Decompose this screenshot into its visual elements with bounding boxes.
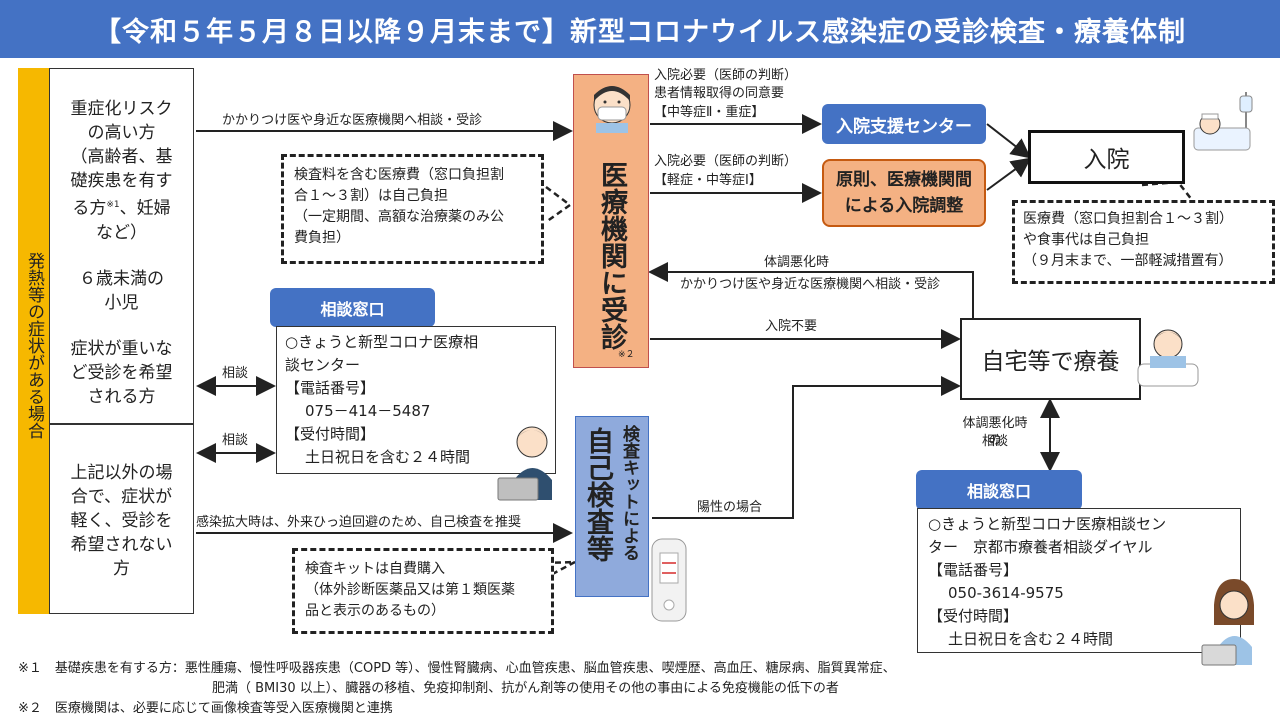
consult2-phone: 050-3614-9575 (948, 584, 1064, 602)
operator-woman-icon (1196, 575, 1266, 667)
consult2-hours: 土日祝日を含む２４時間 (948, 630, 1114, 648)
arrow-kit-to-home (652, 376, 961, 519)
hospital-cost-line-3: （９月末まで、一部軽減措置有） (1023, 253, 1233, 269)
label-nyuin-2a: 入院必要（医師の判断） (654, 154, 798, 169)
adjust-line-1: 原則、医療機関間 (836, 170, 972, 190)
hospital-cost-note-box: 医療費（窓口負担割合１～３割） や食事代は自己負担 （９月末まで、一部軽減措置有… (1012, 200, 1275, 284)
clinic-note: ※２ (618, 350, 635, 360)
test-kit-icon (648, 537, 690, 623)
arrow-support-to-hospital (986, 123, 1032, 159)
label-kakaritsuke-top: かかりつけ医や身近な医療機関へ相談・受診 (222, 113, 483, 128)
consult1-line-3: 【電話番号】 (285, 379, 376, 397)
footnote-2: ※２ 医療機関は、必要に応じて画像検査等受入医療機関と連携 (18, 701, 393, 716)
adjust-line-2: による入院調整 (844, 196, 964, 216)
consult1-line-5: 【受付時間】 (285, 425, 376, 443)
consult2-line-1: ○きょうと新型コロナ医療相談セン (928, 515, 1167, 533)
consult1-line-1: ○きょうと新型コロナ医療相 (285, 333, 479, 351)
label-soudan-2: 相談 (222, 433, 249, 448)
other-line-4: 希望されない (70, 535, 173, 555)
cost-note-box: 検査料を含む医療費（窓口負担割 合１～３割）は自己負担 （一定期間、高額な治療薬… (281, 154, 544, 264)
kit-note-line-1: 検査キットは自費購入 (305, 561, 445, 577)
callout-tail-1 (545, 186, 573, 224)
label-yousei: 陽性の場合 (697, 500, 763, 515)
label-taichou-akka: 体調悪化時 (764, 255, 830, 270)
doctor-mask-icon (586, 81, 638, 133)
side-label-bar (18, 68, 49, 614)
label-nyuin-2b: 【軽症・中等症Ⅰ】 (654, 173, 762, 188)
consult-window-2-box: ○きょうと新型コロナ医療相談セン ター 京都市療養者相談ダイヤル 【電話番号】 … (917, 508, 1241, 653)
consult2-line-3: 【電話番号】 (928, 561, 1019, 579)
consult2-line-2: ター 京都市療養者相談ダイヤル (928, 538, 1153, 556)
other-group-box: 上記以外の場 合で、症状が 軽く、受診を 希望されない 方 (49, 424, 194, 614)
label-taichou-soudan-a: 体調悪化時の (962, 416, 1028, 448)
high-risk-line-3: （高齢者、基 (70, 147, 173, 167)
consult-window-2-label: 相談窓口 (916, 470, 1082, 510)
other-line-5: 方 (113, 559, 130, 579)
kit-purchase-note-box: 検査キットは自費購入 （体外診断医薬品又は第１類医薬 品と表示のあるもの） (292, 548, 554, 634)
high-risk-line-2: の高い方 (87, 123, 156, 143)
inter-hospital-adjust-box: 原則、医療機関間 による入院調整 (822, 159, 986, 227)
arrow-home-back-to-clinic (648, 262, 974, 318)
label-nyuin-1c: 【中等症Ⅱ・重症】 (654, 105, 765, 120)
arrow-adjust-to-hospital (986, 157, 1032, 191)
child-line-1: ６歳未満の (79, 268, 164, 289)
self-test-small-label: 検査キットによる (619, 425, 639, 561)
clinic-box: 医療機関に受診 ※２ (573, 74, 649, 368)
hospital-cost-line-1: 医療費（窓口負担割合１～３割） (1023, 211, 1233, 227)
kit-note-line-3: 品と表示のあるもの） (305, 603, 445, 619)
label-soudan-1: 相談 (222, 366, 249, 381)
label-kakaritsuke-back: かかりつけ医や身近な医療機関へ相談・受診 (680, 277, 941, 292)
severe-line-2: ど受診を希望 (70, 362, 173, 383)
consult1-hours: 土日祝日を含む２４時間 (305, 448, 471, 466)
consult-window-1-box: ○きょうと新型コロナ医療相 談センター 【電話番号】 075－414－5487 … (276, 326, 556, 474)
label-nyuin-fuyou: 入院不要 (765, 319, 818, 334)
high-risk-line-5: る方※1、妊婦 (72, 198, 171, 219)
cost-note-line-1: 検査料を含む医療費（窓口負担割 (294, 167, 504, 183)
label-taichou-soudan-b: 相談 (981, 434, 1008, 449)
footnote-1b: 肥満（ BMI30 以上）、臓器の移植、免疫抑制剤、抗がん剤等の使用その他の事由… (212, 681, 839, 696)
hospital-box: 入院 (1028, 130, 1185, 184)
high-risk-line-4: 礎疾患を有す (70, 171, 173, 191)
severe-line-1: 症状が重いな (70, 338, 173, 359)
consult1-phone: 075－414－5487 (305, 402, 431, 420)
operator-man-icon (494, 420, 564, 504)
home-recuperation-box: 自宅等で療養 (960, 318, 1141, 400)
cost-note-line-3: （一定期間、高額な治療薬のみ公 (294, 209, 504, 225)
hospital-patient-icon (1188, 88, 1258, 160)
label-kansen-kakudai: 感染拡大時は、外来ひっ迫回避のため、自己検査を推奨 (196, 515, 522, 530)
kit-note-line-2: （体外診断医薬品又は第１類医薬 (305, 582, 515, 598)
severe-line-3: される方 (87, 386, 156, 407)
home-sick-icon (1130, 320, 1202, 392)
label-nyuin-1b: 患者情報取得の同意要 (654, 86, 785, 101)
other-line-2: 合で、症状が (70, 487, 173, 507)
consult2-line-5: 【受付時間】 (928, 607, 1019, 625)
other-line-3: 軽く、受診を (70, 511, 173, 531)
cost-note-line-2: 合１～３割）は自己負担 (294, 188, 448, 204)
cost-note-line-4: 費負担） (294, 230, 350, 246)
footnote-1: ※１ 基礎疾患を有する方：悪性腫瘍、慢性呼吸器疾患（COPD 等）、慢性腎臓病、… (18, 661, 896, 676)
self-test-box: 検査キットによる 自己検査等 (575, 416, 649, 597)
clinic-label: 医療機関に受診 (596, 161, 627, 350)
high-risk-line-6: など） (96, 222, 147, 243)
child-line-2: 小児 (104, 292, 139, 313)
side-label: 発熱等の症状がある場合 (24, 251, 44, 439)
consult-window-1-label: 相談窓口 (270, 288, 435, 327)
high-risk-group-box: 重症化リスク の高い方 （高齢者、基 礎疾患を有す る方※1、妊婦 など） ６歳… (49, 68, 194, 424)
hospital-cost-line-2: や食事代は自己負担 (1023, 232, 1149, 248)
consult1-line-2: 談センター (285, 356, 361, 374)
admission-support-center: 入院支援センター (822, 104, 986, 144)
label-nyuin-1a: 入院必要（医師の判断） (654, 68, 798, 83)
callout-tail-2 (1141, 180, 1193, 201)
self-test-big-label: 自己検査等 (582, 427, 613, 562)
high-risk-line-1: 重症化リスク (70, 99, 173, 119)
page-title: 【令和５年５月８日以降９月末まで】新型コロナウイルス感染症の受診検査・療養体制 (0, 0, 1280, 58)
other-line-1: 上記以外の場 (70, 463, 173, 483)
